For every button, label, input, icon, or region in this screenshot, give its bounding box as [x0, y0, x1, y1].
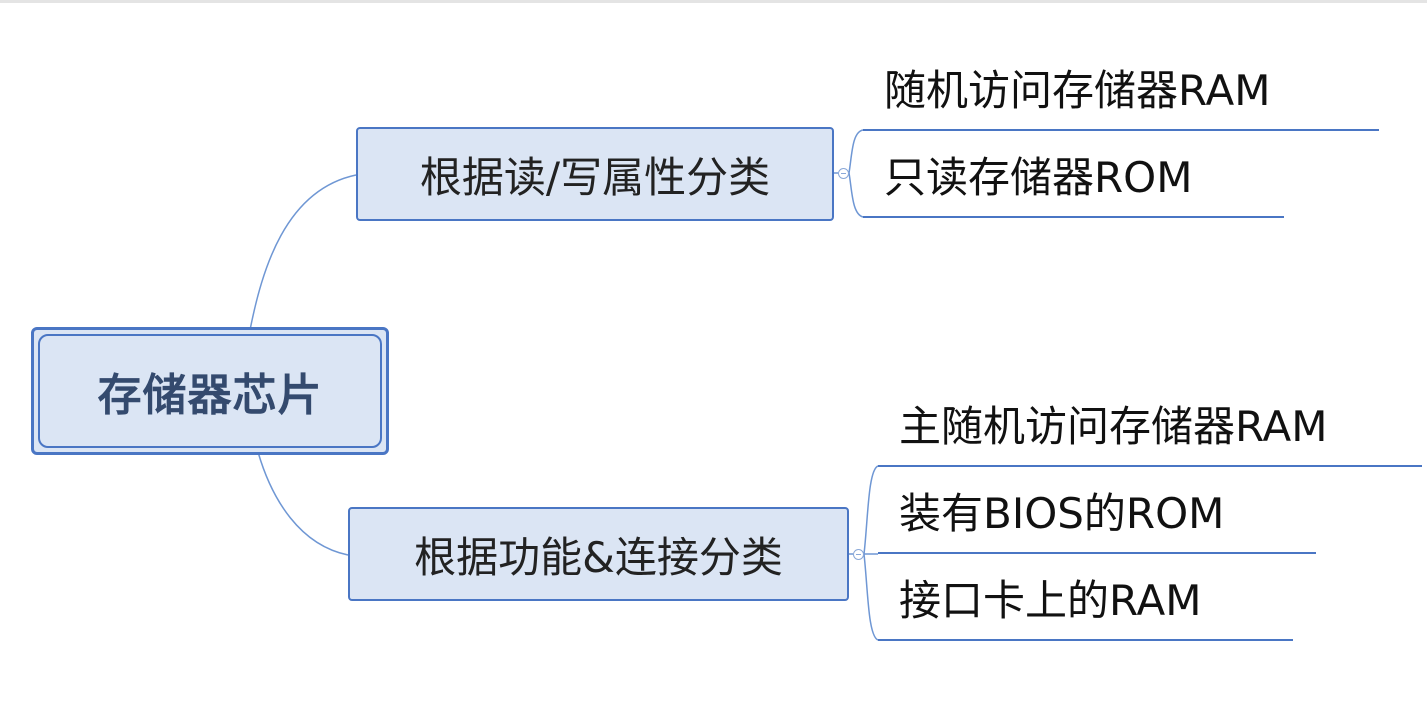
leaf-node-rom[interactable]: 只读存储器ROM	[884, 153, 1193, 202]
branch-node-label: 根据读/写属性分类	[419, 152, 771, 202]
leaf-underline	[878, 552, 1316, 554]
connector-root-branch-2	[257, 451, 349, 556]
leaf-node-main-ram[interactable]: 主随机访问存储器RAM	[899, 402, 1328, 451]
top-border	[0, 0, 1427, 3]
collapse-toggle-icon[interactable]	[853, 549, 864, 560]
branch-node-label: 根据功能&连接分类	[414, 532, 783, 582]
leaf-underline	[878, 639, 1293, 641]
leaf-node-ram[interactable]: 随机访问存储器RAM	[884, 66, 1271, 115]
branch-node-read-write[interactable]: 根据读/写属性分类	[356, 127, 834, 221]
root-node[interactable]: 存储器芯片	[31, 327, 389, 455]
leaf-node-bios-rom[interactable]: 装有BIOS的ROM	[899, 489, 1225, 538]
connector-branch-1-leaf-1	[848, 129, 864, 174]
leaf-node-interface-card-ram[interactable]: 接口卡上的RAM	[899, 576, 1202, 625]
leaf-underline	[863, 129, 1379, 131]
leaf-underline	[878, 465, 1422, 467]
connector-branch-1-leaf-2	[848, 172, 864, 218]
connector-root-branch-1	[249, 174, 357, 331]
root-node-label: 存储器芯片	[97, 370, 323, 421]
connector-branch-2-leaf-3	[863, 553, 879, 641]
root-node-inner: 存储器芯片	[38, 334, 382, 448]
connector-branch-2-leaf-1	[863, 465, 879, 555]
collapse-toggle-icon[interactable]	[838, 168, 849, 179]
branch-node-function-connection[interactable]: 根据功能&连接分类	[348, 507, 849, 601]
leaf-underline	[863, 216, 1284, 218]
